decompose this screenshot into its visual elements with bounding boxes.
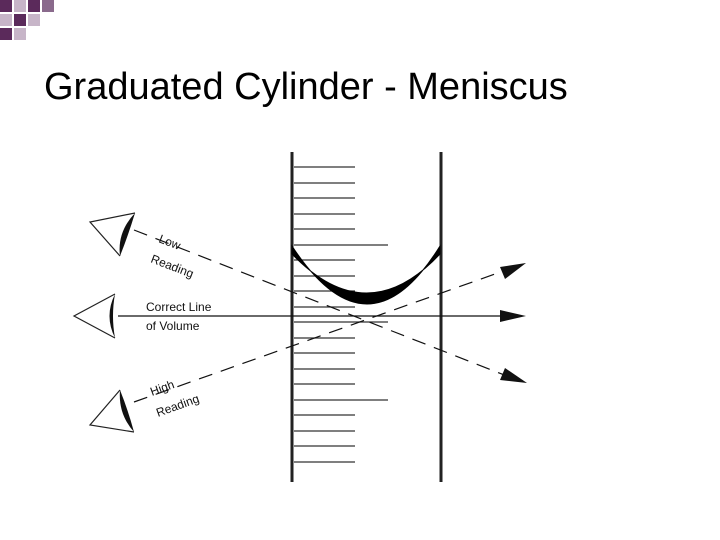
corner-square: [28, 14, 40, 26]
corner-square: [14, 14, 26, 26]
high-reading-line: [133, 267, 513, 403]
eye-icon: [88, 389, 135, 433]
corner-square: [0, 0, 12, 12]
corner-square: [14, 28, 26, 40]
corner-square: [0, 28, 12, 40]
corner-decoration: [0, 0, 54, 40]
high-label-line1: High: [148, 377, 176, 399]
low-label-line1: Low: [157, 232, 183, 253]
corner-square: [42, 0, 54, 12]
corner-square: [0, 14, 12, 26]
arrowhead: [500, 368, 527, 383]
low-label-line2: Reading: [149, 252, 196, 281]
meniscus-shape: [291, 244, 441, 305]
eye-icon: [88, 212, 136, 257]
correct-label-line2: of Volume: [146, 319, 200, 333]
sight-lines: [118, 229, 513, 403]
corner-square: [14, 0, 26, 12]
graduation-marks: [294, 166, 388, 463]
arrowhead: [500, 263, 526, 279]
slide-title: Graduated Cylinder - Meniscus: [44, 66, 568, 108]
corner-square: [28, 0, 40, 12]
eye-icon: [72, 293, 116, 339]
arrowhead: [500, 310, 526, 322]
correct-label-line1: Correct Line: [146, 300, 212, 314]
